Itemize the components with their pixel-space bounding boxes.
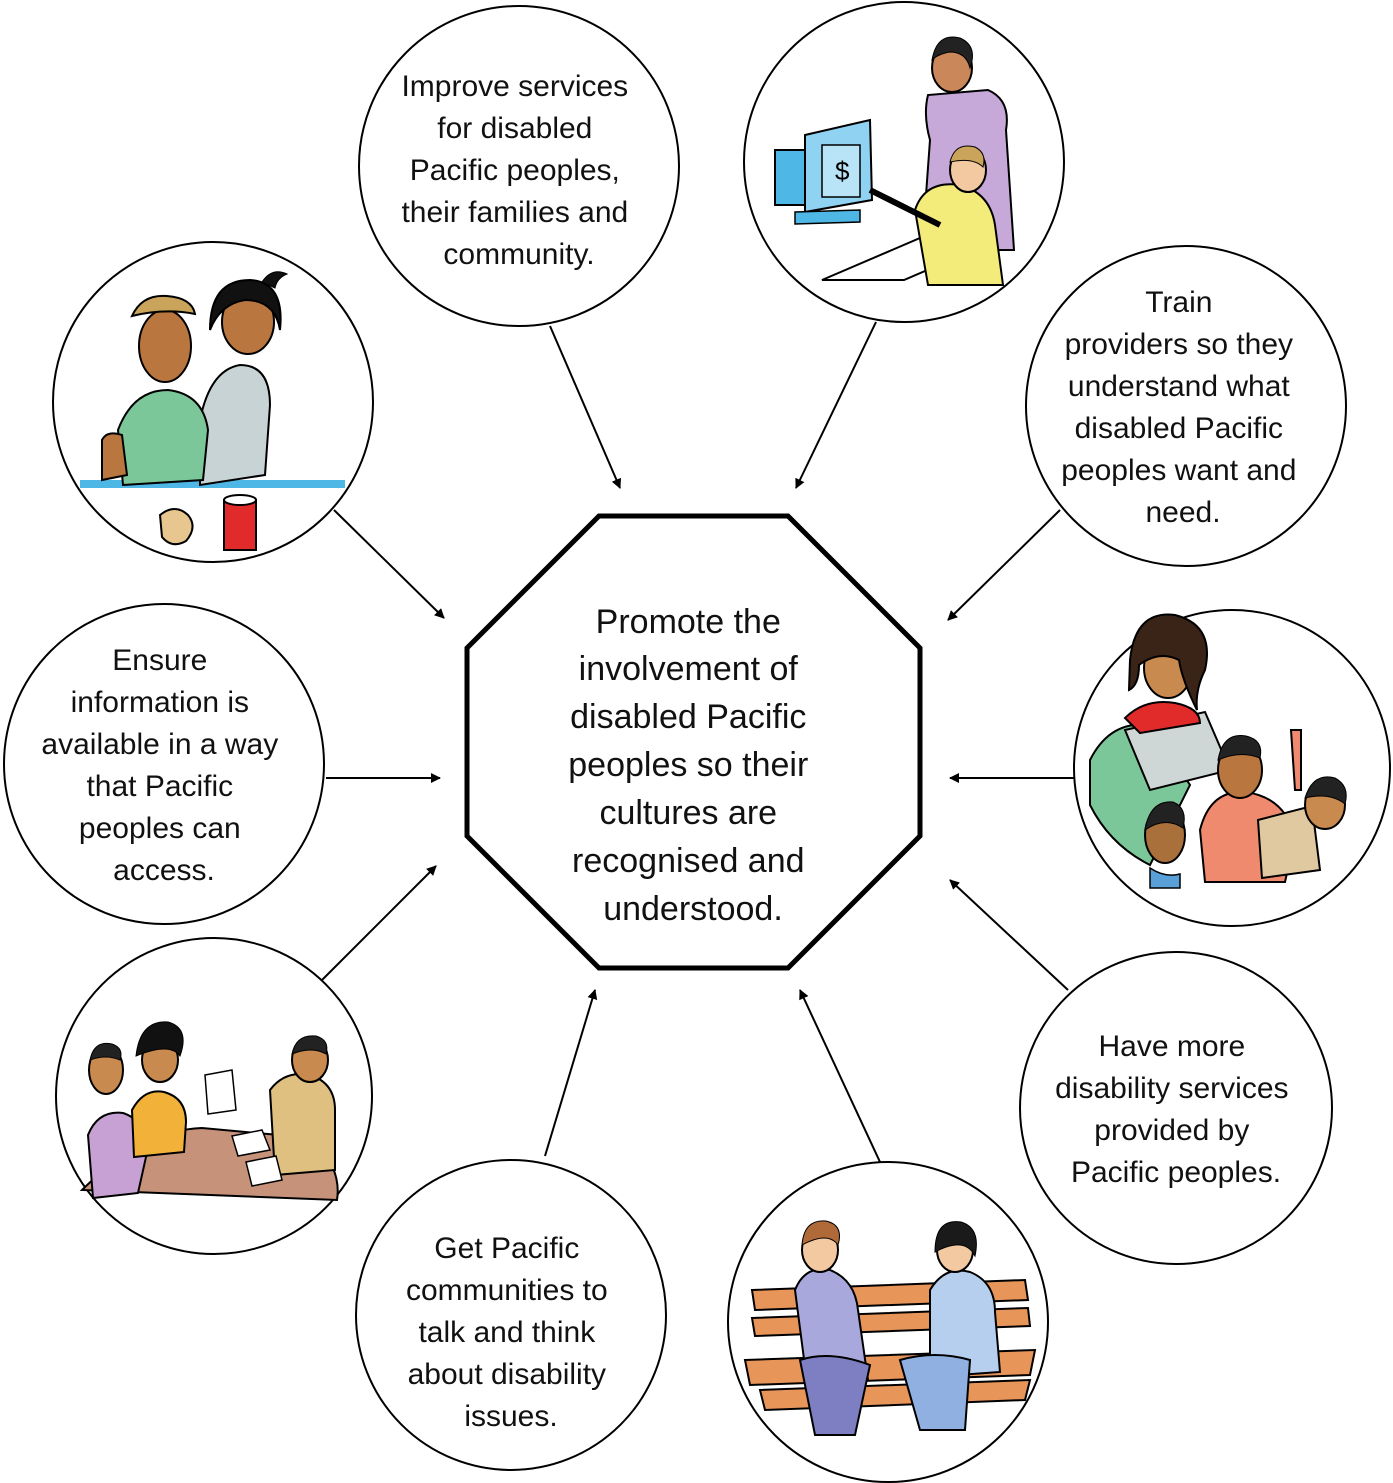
node-circle [3,603,325,925]
two-women-on-bench-icon [743,1220,1037,1436]
node-computer-training: $ [743,1,1065,323]
arrow-get-communities [544,989,598,1157]
node-ensure-information: Ensure information is available in a way… [3,603,325,925]
central-goal-text: Promote the involvement of disabled Paci… [568,603,818,928]
node-get-communities-text: Get Pacific communities to talk and thin… [406,1232,616,1433]
central-octagon [464,513,923,971]
arrow-meeting-table [313,865,437,989]
meeting-at-table-icon [79,1021,339,1202]
central-goal: Promote the involvement of disabled Paci… [464,513,923,971]
people-at-computer-icon: $ [774,36,1016,286]
family-reading-icon [1089,613,1347,889]
node-circle [1025,245,1347,567]
node-improve-services-text: Improve services for disabled Pacific pe… [401,70,636,271]
node-improve-services: Improve services for disabled Pacific pe… [358,5,680,327]
central-goal-line: cultures are [599,794,777,832]
central-goal-line: disabled Pacific [570,698,806,736]
arrow-improve-services [549,325,622,489]
node-more-services-text: Have more disability services provided b… [1055,1030,1297,1189]
node-ensure-information-text: Ensure information is available in a way… [41,644,286,887]
node-circle [1019,951,1333,1265]
central-goal-line: Promote the [596,603,781,641]
svg-text:$: $ [835,156,850,186]
arrow-train-providers [947,509,1061,621]
central-goal-line: involvement of [579,650,799,688]
node-meeting-table [55,937,373,1255]
node-get-communities: Get Pacific communities to talk and thin… [355,1159,667,1471]
central-goal-line: recognised and [572,842,805,880]
central-goal-line: peoples so their [568,746,808,784]
node-group-reading [1073,609,1391,927]
arrows [313,321,1076,1163]
arrow-couple-cooking [333,509,445,619]
node-more-services: Have more disability services provided b… [1019,951,1333,1265]
arrow-bench-conversation [799,989,881,1163]
couple-cooking-icon [80,271,345,551]
arrow-computer-training [795,321,877,489]
node-couple-cooking [52,241,374,563]
node-train-providers-text: Train providers so they understand what … [1061,286,1305,529]
node-train-providers: Train providers so they understand what … [1025,245,1347,567]
arrow-more-services [949,879,1069,991]
node-circle [355,1159,667,1471]
node-circle [358,5,680,327]
central-goal-line: understood. [603,890,783,928]
node-bench-conversation [727,1161,1049,1483]
